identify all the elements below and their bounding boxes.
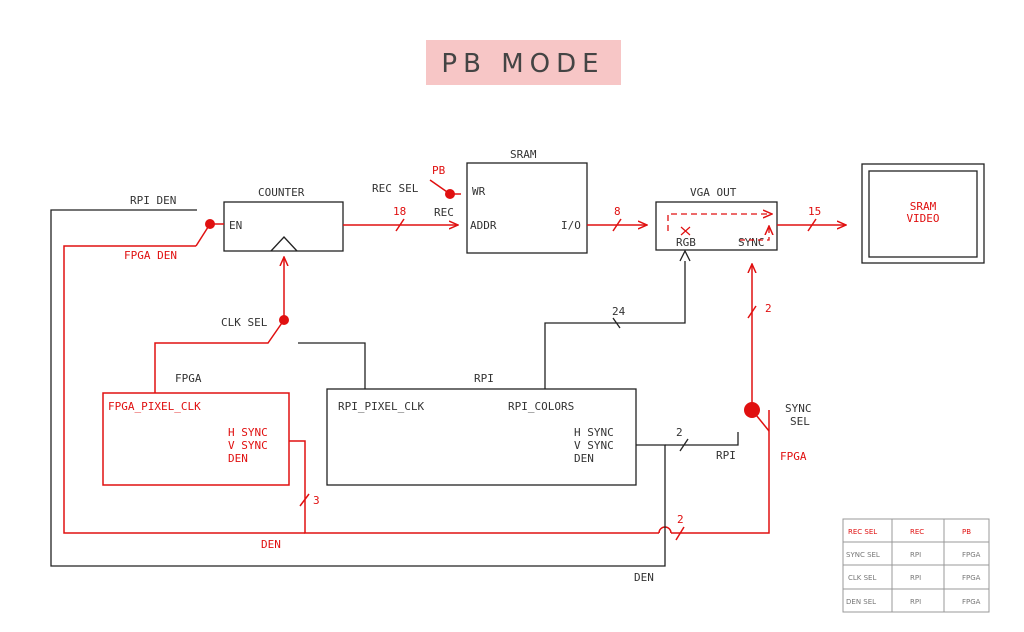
table-cell: DEN SEL — [846, 598, 876, 606]
vga-sync-label: SYNC — [738, 236, 765, 249]
table-cell: FPGA — [962, 551, 981, 559]
rpi-pixel-clk-label: RPI_PIXEL_CLK — [338, 400, 424, 413]
table-cell: CLK SEL — [848, 574, 876, 582]
fpga-vsync-label: V SYNC — [228, 439, 268, 452]
table-cell: SYNC SEL — [846, 551, 880, 559]
bus-width-addr: 18 — [393, 205, 406, 218]
rpi-block: RPI RPI_PIXEL_CLK RPI_COLORS H SYNC V SY… — [326, 372, 637, 486]
table-header-cell: REC SEL — [848, 528, 877, 536]
fpga-den-label: DEN — [228, 452, 248, 465]
active-signal-paths — [63, 179, 846, 541]
table-header-cell: REC — [910, 528, 924, 536]
bus-width-fpga-sync: 3 — [313, 494, 320, 507]
table-cell: RPI — [910, 574, 921, 582]
fpga-den-wire-label: FPGA DEN — [124, 249, 177, 262]
selector-table: REC SEL REC PB SYNC SEL RPI FPGA CLK SEL… — [842, 518, 990, 613]
sync-rpi-label: RPI — [716, 449, 736, 462]
table-cell: RPI — [910, 551, 921, 559]
bus-width-rpi-sync: 2 — [676, 426, 683, 439]
vga-rgb-label: RGB — [676, 236, 696, 249]
rpi-hsync-label: H SYNC — [574, 426, 614, 439]
sync-fpga-label: FPGA — [780, 450, 807, 463]
sync-sel-label-1: SYNC — [785, 402, 812, 415]
sync-sel-label-2: SEL — [790, 415, 810, 428]
vga-out-block: VGA OUT RGB SYNC — [655, 186, 778, 251]
bus-width-fpga-den-bus: 2 — [677, 513, 684, 526]
table-cell: FPGA — [962, 598, 981, 606]
den-black-wire-label: DEN — [634, 571, 654, 584]
bus-width-rgb: 24 — [612, 305, 626, 318]
table-cell: RPI — [910, 598, 921, 606]
table-header-cell: PB — [962, 528, 971, 536]
counter-block: COUNTER EN — [223, 186, 344, 252]
monitor-line2: VIDEO — [906, 212, 939, 225]
sram-io-label: I/O — [561, 219, 581, 232]
pb-label: PB — [432, 164, 446, 177]
rpi-title: RPI — [474, 372, 494, 385]
fpga-title: FPGA — [175, 372, 202, 385]
inactive-signal-paths — [50, 209, 739, 567]
fpga-pixel-clk-label: FPGA_PIXEL_CLK — [108, 400, 201, 413]
rec-sel-label: REC SEL — [372, 182, 419, 195]
fpga-hsync-label: H SYNC — [228, 426, 268, 439]
table-cell: FPGA — [962, 574, 981, 582]
rpi-colors-label: RPI_COLORS — [508, 400, 574, 413]
rpi-den-label: DEN — [574, 452, 594, 465]
sram-title: SRAM — [510, 148, 537, 161]
bus-width-vga-out: 15 — [808, 205, 821, 218]
rpi-vsync-label: V SYNC — [574, 439, 614, 452]
rec-label: REC — [434, 206, 454, 219]
den-red-wire-label: DEN — [261, 538, 281, 551]
rpi-den-wire-label: RPI DEN — [130, 194, 176, 207]
sram-block: SRAM WR ADDR I/O — [466, 148, 588, 254]
sram-video-monitor: SRAM VIDEO — [861, 163, 985, 264]
vga-title: VGA OUT — [690, 186, 737, 199]
counter-title: COUNTER — [258, 186, 305, 199]
title-box — [426, 40, 621, 85]
counter-en-label: EN — [229, 219, 242, 232]
page-title: PB MODE — [441, 49, 604, 79]
fpga-block: FPGA FPGA_PIXEL_CLK H SYNC V SYNC DEN — [102, 372, 290, 486]
sram-addr-label: ADDR — [470, 219, 497, 232]
clk-sel-label: CLK SEL — [221, 316, 268, 329]
monitor-line1: SRAM — [910, 200, 937, 213]
bus-width-io: 8 — [614, 205, 621, 218]
sram-wr-label: WR — [472, 185, 486, 198]
bus-width-sync-in: 2 — [765, 302, 772, 315]
